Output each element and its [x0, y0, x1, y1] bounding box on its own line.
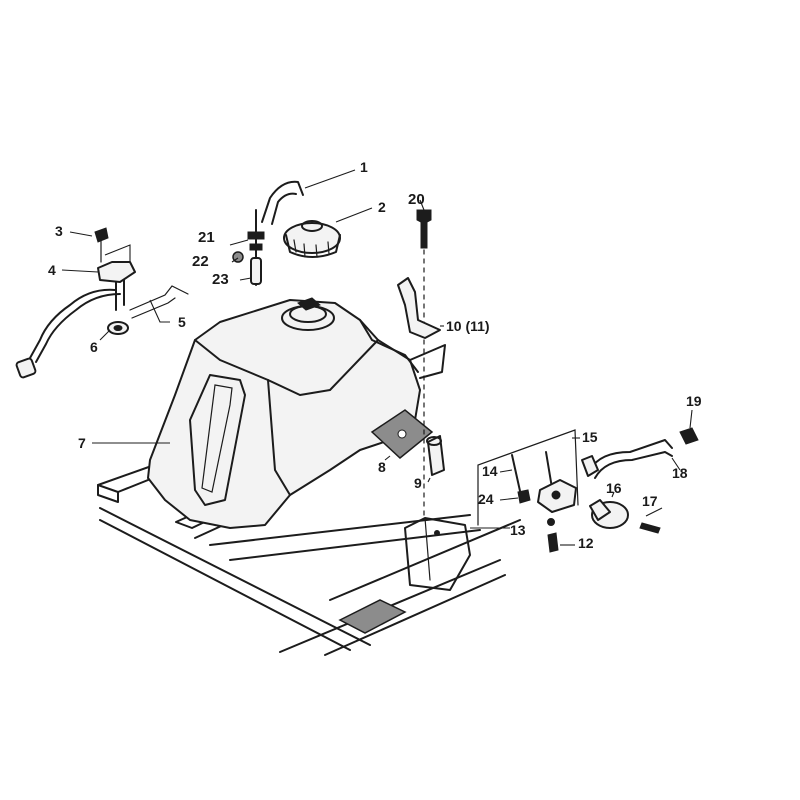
callout-6: 6: [90, 339, 98, 355]
rear-frame-tube-bottom: [324, 574, 506, 656]
tank-rear-tab: [409, 344, 446, 379]
frame-rubber-pad: [338, 599, 407, 634]
callout-10-11: 10 (11): [446, 318, 490, 334]
gauge-wire-lead: [129, 285, 189, 311]
front-frame-tube-top: [99, 507, 371, 646]
callout-1: 1: [360, 159, 368, 175]
gauge-wire-harness: [29, 288, 116, 359]
lever-screw: [639, 522, 661, 534]
harness-connector: [15, 357, 37, 379]
callout-14: 14: [482, 463, 498, 479]
callout-15: 15: [582, 429, 598, 445]
mount-hole: [434, 530, 440, 536]
callout-3: 3: [55, 223, 63, 239]
tank-bracket-assembly: [397, 209, 441, 521]
tank-side-recess: [189, 374, 246, 506]
gauge-screw: [94, 227, 109, 243]
callout-7: 7: [78, 435, 86, 451]
fuel-cap-assembly: [261, 180, 341, 258]
fuel-tank: [147, 297, 446, 529]
fuel-gauge-assembly: [15, 227, 189, 379]
callout-labels: 1 2 3 4 5 6 7 8 9 10 (11) 12 13 14 15 16…: [48, 159, 702, 551]
leader-lines: [61, 169, 693, 546]
callout-24: 24: [478, 491, 494, 507]
front-frame-tube-bottom: [99, 519, 351, 651]
vent-valve-body: [250, 257, 262, 285]
callout-13: 13: [510, 522, 526, 538]
petcock-group-outline: [477, 429, 579, 526]
callout-22: 22: [192, 253, 209, 270]
callout-18: 18: [672, 465, 688, 481]
fuel-petcock-assembly: [477, 427, 699, 553]
callout-9: 9: [414, 475, 422, 491]
fuel-gauge-body: [97, 261, 136, 283]
callout-21: 21: [198, 229, 215, 246]
petcock-screw: [547, 532, 559, 553]
callout-5: 5: [178, 314, 186, 330]
fuel-cap: [283, 222, 341, 254]
callout-2: 2: [378, 199, 386, 215]
callout-17: 17: [642, 493, 658, 509]
petcock-filter-screen: [545, 451, 553, 489]
petcock-o-ring: [547, 518, 555, 526]
callout-19: 19: [686, 393, 702, 409]
callout-4: 4: [48, 262, 56, 278]
vent-valve-assembly: [232, 209, 265, 286]
callout-16: 16: [606, 480, 622, 496]
callout-23: 23: [212, 271, 229, 288]
callout-12: 12: [578, 535, 594, 551]
fuel-line-hose: [589, 439, 673, 471]
callout-8: 8: [378, 459, 386, 475]
callout-20: 20: [408, 191, 425, 208]
vent-valve-nut: [247, 231, 265, 240]
tank-mounting-bracket: [397, 277, 441, 339]
hose-clamp: [679, 427, 699, 445]
tank-bolt: [416, 209, 432, 249]
breather-hose: [261, 180, 304, 223]
